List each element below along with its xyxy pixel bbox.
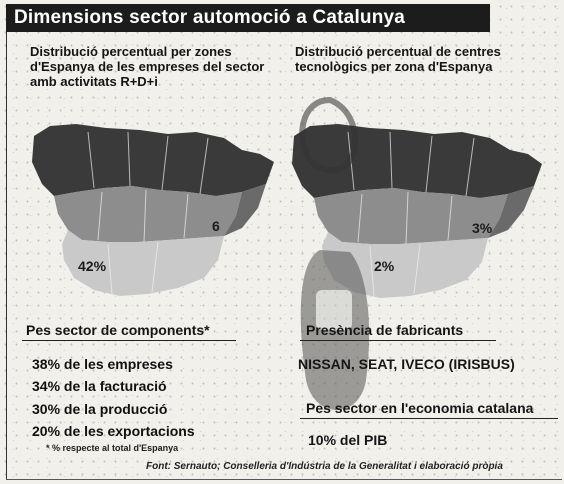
manufacturers-list: NISSAN, SEAT, IVECO (IRISBUS)	[298, 356, 515, 372]
left-map-label-east: 6	[212, 218, 220, 234]
economy-heading-rule	[300, 418, 558, 419]
stat-revenue: 34% de la facturació	[32, 378, 167, 394]
economy-gdp-share: 10% del PIB	[308, 432, 388, 448]
right-map-label-east: 3%	[472, 220, 493, 236]
region-south	[322, 232, 488, 298]
components-heading-rule	[22, 340, 236, 341]
region-east	[224, 184, 266, 236]
region-center	[314, 188, 508, 244]
spain-map-right	[292, 124, 542, 298]
region-north	[32, 124, 274, 196]
right-map-label-south: 2%	[374, 258, 395, 274]
components-heading: Pes sector de components*	[26, 322, 210, 338]
left-map-label-south: 42%	[78, 258, 107, 274]
car-illustration	[299, 96, 370, 410]
components-footnote: * % respecte al total d'Espanya	[46, 443, 179, 453]
page-title: Dimensions sector automoció a Catalunya	[6, 4, 490, 32]
spain-map-right-regions	[292, 124, 542, 298]
spain-map-left-regions	[32, 124, 274, 296]
manufacturers-heading: Presència de fabricants	[306, 322, 464, 338]
stat-companies: 38% de les empreses	[32, 356, 173, 372]
source-credit: Font: Sernauto; Conselleria d'Indústria …	[146, 461, 503, 472]
region-south	[62, 230, 224, 296]
manufacturers-heading-rule	[300, 340, 496, 341]
region-east	[488, 186, 534, 238]
stat-exports: 20% de les exportacions	[32, 423, 195, 439]
left-panel-title: Distribució percentual per zones d'Espan…	[30, 44, 265, 89]
spain-map-left-borders	[87, 131, 209, 295]
spain-map-left	[32, 124, 274, 296]
frame-line-bottom	[6, 479, 562, 480]
economy-heading: Pes sector en l'economia catalana	[306, 400, 534, 416]
right-panel-title: Distribució percentual de centres tecnol…	[295, 44, 501, 74]
stat-production: 30% de la producció	[32, 401, 168, 417]
frame-line-left	[6, 32, 7, 480]
